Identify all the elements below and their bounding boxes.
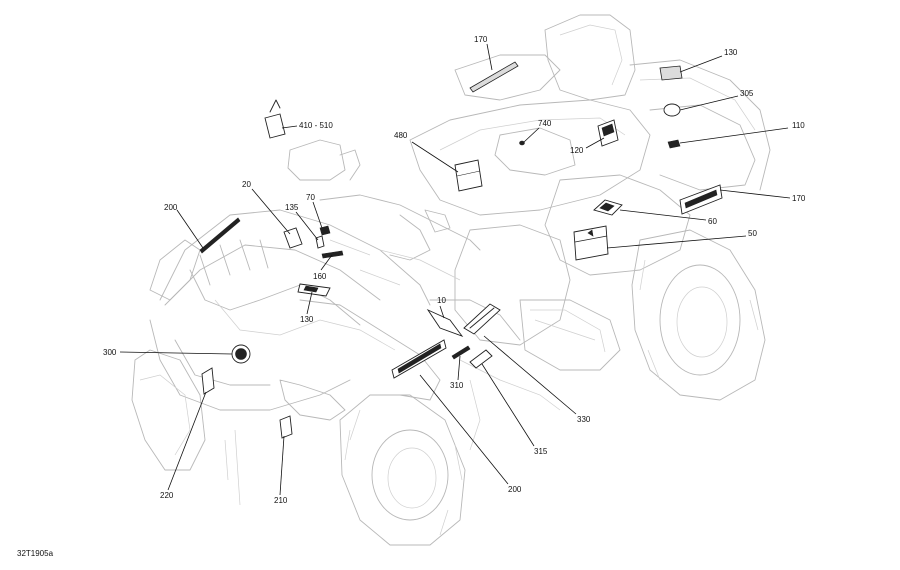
callout-210: 210 [274,496,288,505]
callout-60: 60 [708,217,717,226]
callout-310: 310 [450,381,464,390]
decal-160-logo [321,250,344,259]
callout-315: 315 [534,447,548,456]
decal-330-vent [463,303,501,335]
callout-740: 740 [538,119,552,128]
decal-10-side-panel [426,308,464,337]
decal-310-strip [451,345,471,360]
callout-200-front: 200 [164,203,178,212]
callout-135: 135 [285,203,299,212]
decal-70-badge [319,225,331,236]
callout-120: 120 [570,146,584,155]
decal-220-panel [201,367,215,395]
callout-170-top: 170 [474,35,488,44]
callout-70: 70 [306,193,315,202]
decal-shapes [199,61,723,439]
decal-20-panel [283,227,303,249]
decal-130-rear-rack [659,65,683,81]
decal-740-dot [519,140,525,146]
callout-330: 330 [577,415,591,424]
decal-110-tag [667,139,681,149]
callout-130-front: 130 [300,315,314,324]
callout-305: 305 [740,89,754,98]
decal-50-warning-label [573,225,609,261]
decal-170-top-strip [469,61,519,93]
callout-480: 480 [394,131,408,140]
callout-170-side: 170 [792,194,806,203]
decal-135-strip [315,235,325,249]
callout-410-510: 410 - 510 [299,121,333,130]
decal-315-panel [469,349,493,369]
callout-20: 20 [242,180,251,189]
callout-300: 300 [103,348,117,357]
decal-305-round [663,103,681,117]
leader-lines [119,43,791,496]
diagram-code: 32T1905a [17,549,54,558]
atv-outline-drawing [131,14,771,546]
callout-160: 160 [313,272,327,281]
decal-200-front-strip [199,217,241,254]
callout-220: 220 [160,491,174,500]
callout-110: 110 [792,121,805,130]
decal-410-510-sheet [264,113,286,139]
callout-50: 50 [748,229,757,238]
callout-200-side: 200 [508,485,522,494]
callout-10: 10 [437,296,446,305]
callout-labels: 170 130 305 110 170 60 50 410 - 510 740 … [103,35,806,505]
callout-130-rear-rack: 130 [724,48,738,57]
decal-210-panel [279,415,293,439]
decal-480-console [454,159,483,192]
